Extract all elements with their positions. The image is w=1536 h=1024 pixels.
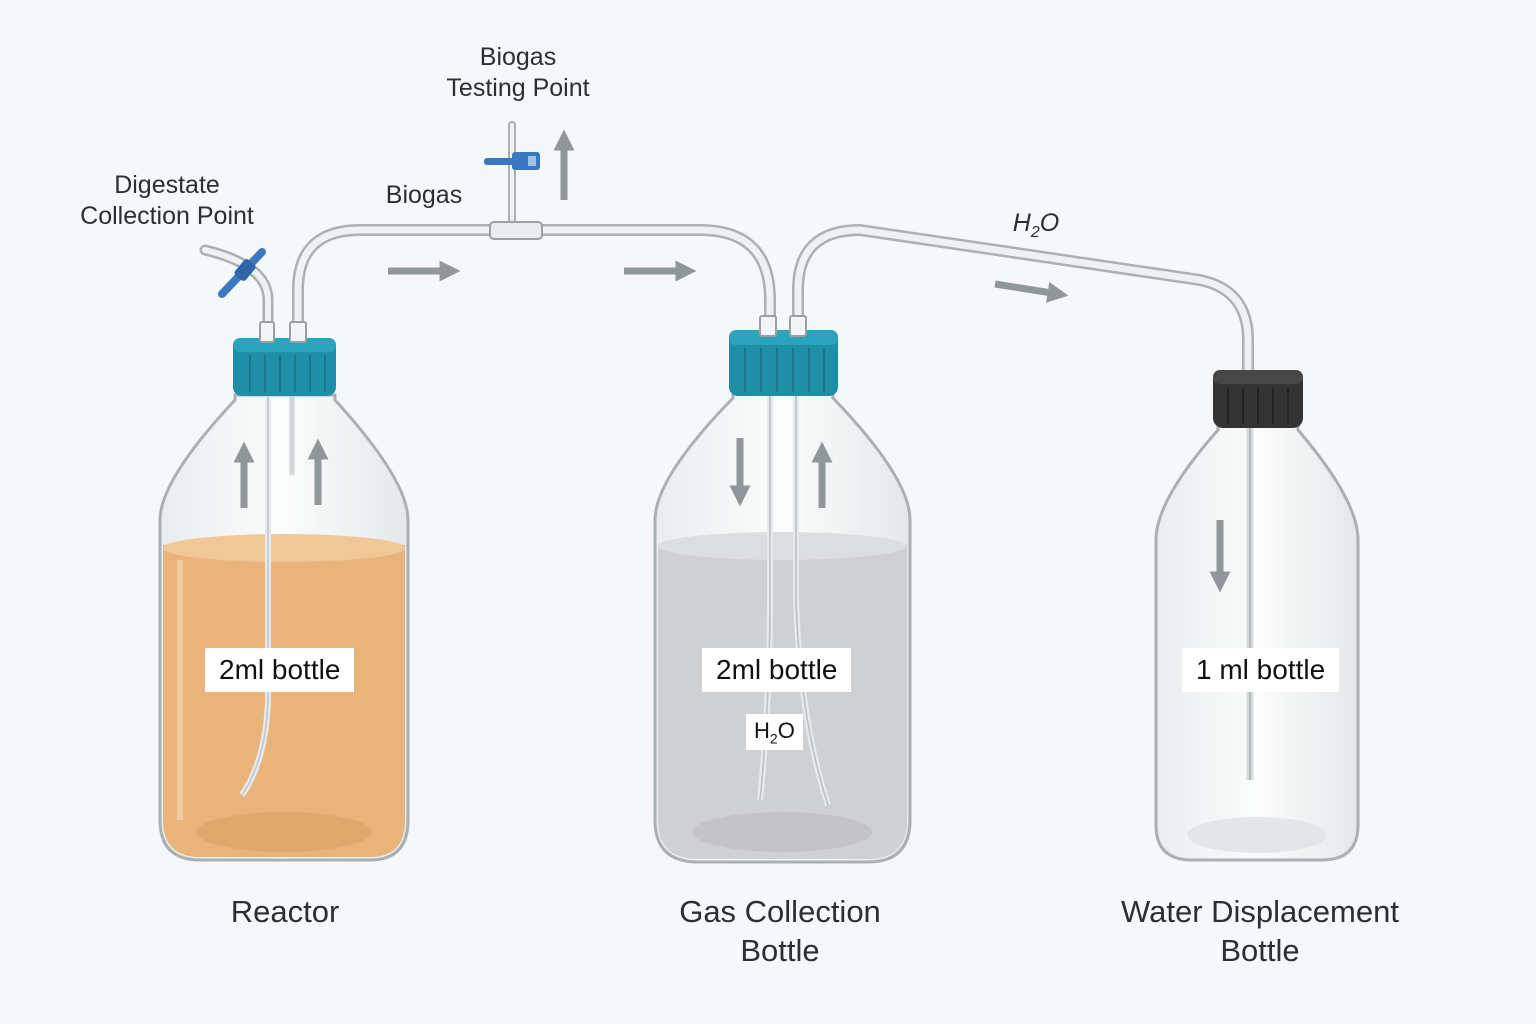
water-displacement-name: Water Displacement Bottle <box>1121 894 1399 968</box>
biogas-testing-point-label: Biogas Testing Point <box>446 43 590 103</box>
reactor-name: Reactor <box>230 894 340 929</box>
biogas-tube <box>292 224 776 336</box>
tubing <box>199 121 1254 378</box>
gas-volume-tag: 2ml bottle <box>702 648 852 692</box>
gas-cap <box>729 330 838 396</box>
biogas-flow-label: Biogas <box>385 181 463 209</box>
water-displacement-bottle <box>1154 370 1360 862</box>
arrow-right-icon <box>994 280 1069 303</box>
testing-valve-icon <box>484 152 540 170</box>
h2o-tube-label: H2O <box>1012 209 1060 241</box>
reactor-liquid <box>163 535 405 857</box>
digestate-valve-icon <box>218 248 266 298</box>
digestate-collection-point-label: Digestate Collection Point <box>80 171 254 231</box>
reactor-volume-tag: 2ml bottle <box>205 648 355 692</box>
water-displacement-volume-tag: 1 ml bottle <box>1182 648 1340 692</box>
gas-liquid <box>658 535 907 859</box>
gas-collection-name: Gas Collection Bottle <box>679 894 881 968</box>
gas-collection-bottle <box>653 315 912 864</box>
reactor-bottle <box>158 321 410 862</box>
water-tag: H2O <box>746 714 803 751</box>
flow-arrows <box>233 129 1231 593</box>
t-connector <box>489 221 543 240</box>
